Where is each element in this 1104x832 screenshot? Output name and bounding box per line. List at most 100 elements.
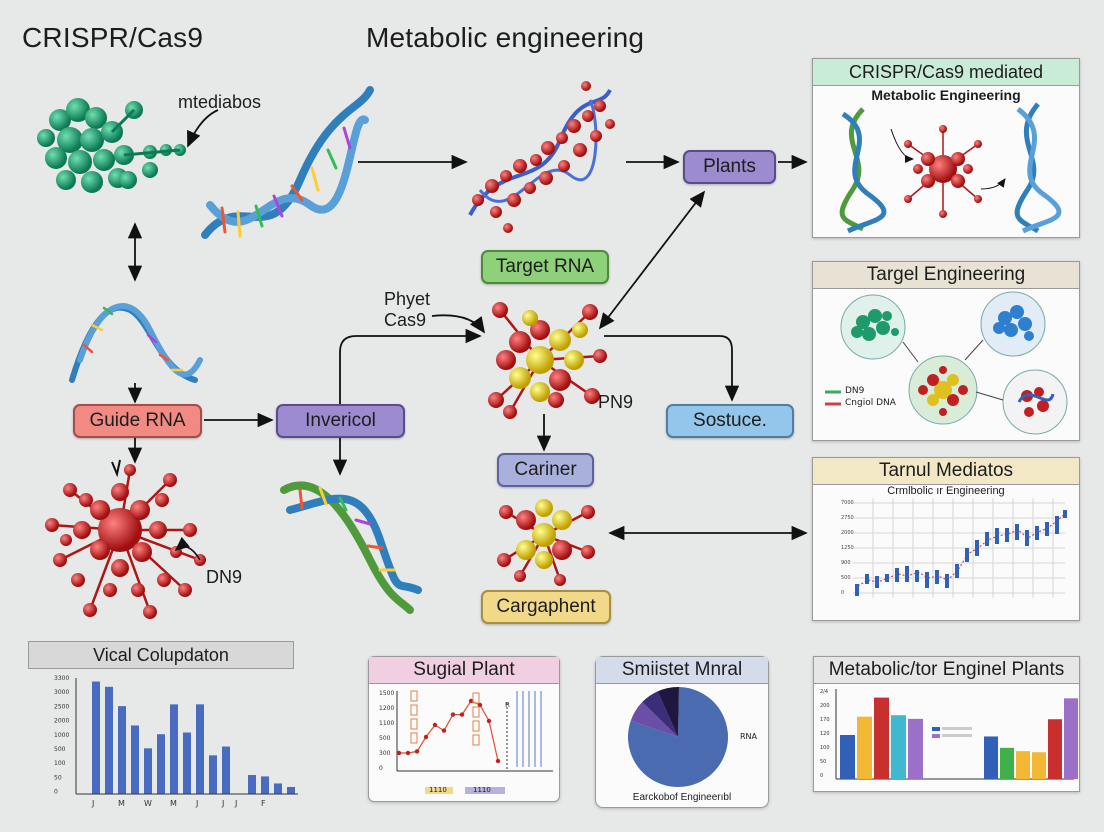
pie-footer: Earckobof Engineerıbl: [632, 792, 732, 803]
panel-crispr-illustration: [839, 102, 1062, 234]
vical-bar: [261, 776, 269, 794]
mp-ytick: 100: [820, 745, 830, 751]
mp-ytick: 50: [820, 759, 826, 765]
node-sostuce[interactable]: Sostuce.: [666, 404, 794, 438]
vical-bar: [170, 704, 178, 794]
sugial-ytick: 1100: [379, 720, 394, 727]
sugial-legend-2: 1110: [473, 786, 491, 794]
vical-ytick: 500: [54, 746, 66, 753]
mp-bar: [1048, 719, 1062, 779]
panel-crispr-mediated: CRISPR/Cas9 mediated Metabolic Engineeri…: [812, 58, 1080, 238]
vical-xtick: F: [261, 799, 266, 808]
mp-ytick: 2/4: [820, 689, 828, 695]
panel-targel-title: Targel Engineering: [813, 262, 1079, 289]
sugial-ytick: 1500: [379, 690, 394, 697]
legend-cngiol-dna: Cngiol DNA: [845, 398, 896, 408]
sugial-point: [486, 718, 492, 724]
node-target-rna[interactable]: Target RNA: [481, 250, 609, 284]
vical-ytick: 0: [54, 789, 58, 796]
vical-bar: [183, 732, 191, 794]
node-plants[interactable]: Plants: [683, 150, 776, 184]
vical-bar: [222, 746, 230, 794]
mp-ytick: 0: [820, 773, 823, 779]
pie-slice: [642, 691, 678, 737]
sugial-legend-1: 1110: [429, 786, 447, 794]
vical-xtick: M: [170, 799, 177, 808]
mp-bar: [857, 716, 872, 779]
mp-bar: [1016, 751, 1030, 779]
sugial-series-line: [399, 700, 499, 762]
sugial-point: [423, 734, 429, 740]
svg-text:500: 500: [841, 575, 851, 581]
mp-bar: [840, 735, 855, 779]
node-guide-rna[interactable]: Guide RNA: [73, 404, 202, 438]
sugial-point: [495, 758, 501, 764]
svg-text:2000: 2000: [841, 530, 854, 536]
mp-bar: [1032, 752, 1046, 779]
svg-text:2750: 2750: [841, 515, 854, 521]
title-crispr: CRISPR/Cas9: [22, 22, 204, 53]
sugial-ytick: 300: [379, 750, 391, 757]
node-cariner[interactable]: Cariner: [497, 453, 594, 487]
vical-bar: [196, 704, 204, 794]
dna-helix-green-icon: [280, 481, 422, 614]
vical-bar: [131, 725, 139, 794]
vical-bar: [157, 734, 165, 794]
smiistet-pie: [628, 687, 728, 787]
mp-bar: [984, 736, 998, 779]
node-cargaphent[interactable]: Cargaphent: [481, 590, 611, 624]
sugial-point: [396, 750, 402, 756]
sugial-point: [459, 712, 465, 717]
mp-bar: [1064, 698, 1078, 779]
mp-bar: [1000, 747, 1014, 779]
panel-vical-title: Vical Colupdaton: [28, 641, 294, 669]
vical-bar: [144, 748, 152, 794]
sugial-ytick: 1200: [379, 705, 394, 712]
panel-smiistet-title: Smiistet Mnral: [596, 657, 768, 684]
panel-crispr-mediated-title: CRISPR/Cas9 mediated: [813, 59, 1079, 86]
panel-targel: Targel Engineering DN9 Cngiol DNA: [812, 261, 1080, 441]
vical-ytick: 2500: [54, 703, 69, 710]
label-phyet: Phyet: [384, 289, 431, 309]
vical-ytick: 3000: [54, 689, 69, 696]
vical-ytick: 2000: [54, 718, 69, 725]
vical-ytick: 3300: [54, 675, 69, 682]
panel-tarnul-subtitle: Crmlbolic ır Engineering: [887, 485, 1005, 497]
sugial-point: [432, 722, 438, 728]
label-mtediabos: mtediabos: [178, 92, 262, 112]
svg-text:900: 900: [841, 560, 851, 566]
node-invericol[interactable]: Invericol: [276, 404, 405, 438]
dna-helix-icon: [201, 86, 374, 239]
sugial-ytick: 500: [379, 735, 391, 742]
vical-bar: [287, 786, 295, 794]
vical-bar: [209, 755, 217, 794]
pie-slice: [657, 687, 679, 737]
green-molecule-icon: [37, 98, 186, 193]
panel-metabolic-plants-title: Metabolic/tor Enginel Plants: [814, 657, 1079, 684]
mp-bar: [874, 697, 889, 779]
pie-label-rna: RNA: [740, 732, 758, 741]
panel-crispr-mediated-subtitle: Metabolic Engineering: [871, 87, 1021, 103]
dna-helix-small-icon: [69, 303, 203, 383]
panel-tarnul-title: Tarnul Mediatos: [813, 458, 1079, 485]
vical-bar: [274, 783, 282, 794]
pie-slice: [630, 702, 678, 737]
mp-ytick: 120: [820, 731, 830, 737]
sugial-ytick: 0: [379, 765, 383, 772]
label-dn9: DN9: [206, 567, 243, 587]
panel-tarnul: Tarnul Mediatos Crmlbolic ır Engineering…: [812, 457, 1080, 621]
sugial-point: [414, 749, 420, 754]
title-metabolic-engineering: Metabolic engineering: [366, 22, 645, 53]
panel-sugial-title: Sugial Plant: [369, 657, 559, 684]
mp-bar: [908, 718, 923, 779]
vical-bar: [105, 686, 113, 794]
svg-text:7000: 7000: [841, 500, 854, 506]
pie-slice: [628, 687, 728, 787]
vical-xtick: M: [118, 799, 125, 808]
